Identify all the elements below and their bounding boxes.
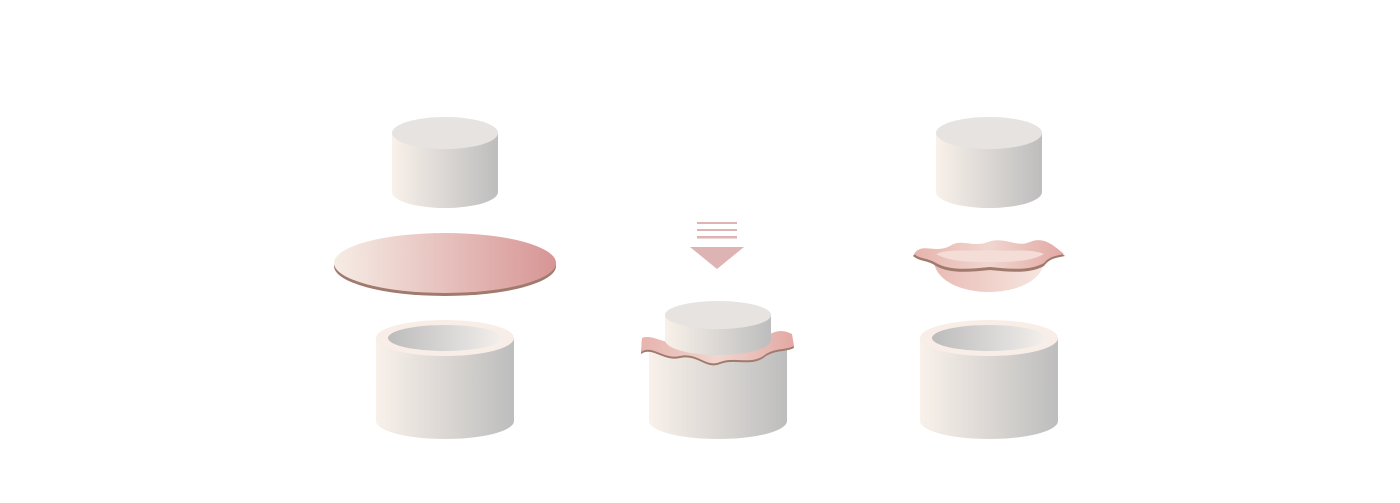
plunger xyxy=(392,117,498,208)
formed-fabric xyxy=(913,240,1065,292)
plunger xyxy=(665,301,771,355)
ruffled-fabric xyxy=(641,331,794,366)
ring-mold xyxy=(920,320,1058,439)
press-arrow-icon xyxy=(690,222,744,269)
ring-mold xyxy=(376,320,514,439)
fabric-sheet xyxy=(334,233,556,296)
plunger xyxy=(936,117,1042,208)
step-pressing xyxy=(641,222,794,439)
step-after xyxy=(913,117,1065,439)
ring-mold xyxy=(649,348,787,439)
step-before xyxy=(334,117,556,439)
